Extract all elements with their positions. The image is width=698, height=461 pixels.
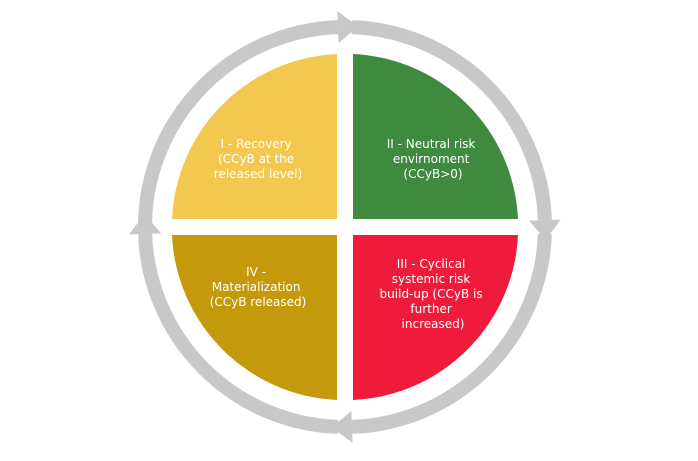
label-materialization-line-3: (CCyB released): [210, 295, 307, 309]
quadrants: [172, 54, 518, 400]
arrowhead-top: [337, 11, 359, 44]
label-buildup-line-4: further: [410, 302, 451, 316]
label-buildup-line-5: increased): [402, 317, 465, 331]
arrowhead-left: [129, 213, 162, 235]
label-buildup: III - Cyclical systemic risk build-up (C…: [380, 257, 487, 331]
quadrant-materialization: [172, 235, 337, 400]
label-materialization-line-1: IV -: [246, 265, 266, 279]
label-neutral-line-1: II - Neutral risk: [387, 137, 476, 151]
quadrant-labels: I - Recovery (CCyB at the released level…: [210, 137, 487, 331]
label-neutral-line-3: (CCyB>0): [403, 167, 462, 181]
label-materialization: IV - Materialization (CCyB released): [210, 265, 307, 309]
quadrant-neutral: [353, 54, 518, 219]
label-buildup-line-3: build-up (CCyB is: [380, 287, 483, 301]
arrow-bottom-right-to-bottom-left: [351, 233, 552, 434]
label-recovery-line-3: released level): [214, 167, 302, 181]
label-neutral-line-2: envirnoment: [393, 152, 470, 166]
arrow-top-left-to-top-right: [138, 20, 339, 235]
label-recovery: I - Recovery (CCyB at the released level…: [214, 137, 302, 181]
label-buildup-line-1: III - Cyclical: [397, 257, 466, 271]
cycle-arrows: [129, 11, 561, 443]
label-materialization-line-2: Materialization: [212, 280, 301, 294]
quadrant-buildup: [353, 235, 518, 400]
label-buildup-line-2: systemic risk: [392, 272, 471, 286]
arrowhead-bottom: [331, 410, 353, 443]
label-recovery-line-1: I - Recovery: [221, 137, 292, 151]
label-recovery-line-2: (CCyB at the: [218, 152, 294, 166]
arrow-bottom-left-to-top-left: [138, 233, 339, 434]
quadrant-recovery: [172, 54, 337, 219]
label-neutral: II - Neutral risk envirnoment (CCyB>0): [387, 137, 479, 181]
arrow-top-right-to-bottom-right: [351, 20, 552, 221]
arrowhead-right: [528, 219, 561, 241]
